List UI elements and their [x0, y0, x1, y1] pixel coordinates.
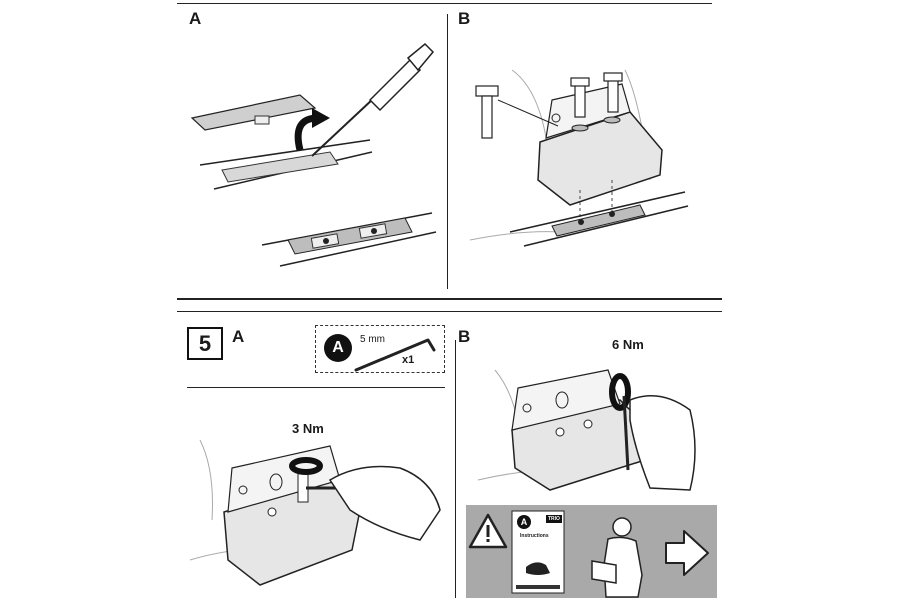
tool-size-label: 5 mm — [360, 334, 385, 345]
person-reading-icon — [591, 517, 643, 598]
top-divider-vertical — [447, 14, 448, 289]
instructions-reference-panel: A TRIO Instructions — [466, 505, 717, 598]
step5-a-divider — [187, 387, 445, 388]
step5-divider-vertical — [455, 340, 456, 598]
torque-label-a: 3 Nm — [292, 421, 324, 436]
tool-requirement-box: A 5 mm x1 — [315, 325, 445, 373]
top-panel-b-label: B — [458, 9, 471, 28]
manual-badge: A — [517, 515, 531, 529]
step5-panel-a-label: A — [232, 327, 245, 346]
step5-panel-b-label: B — [458, 327, 471, 346]
manual-title: Instructions — [520, 533, 549, 539]
top-panel-a-label: A — [189, 9, 202, 28]
section-divider-upper — [177, 298, 722, 300]
torque-label-b: 6 Nm — [612, 337, 644, 352]
section-divider-lower — [177, 311, 722, 312]
manual-tag: TRIO — [546, 515, 562, 523]
info-panel-graphics — [468, 510, 709, 598]
step-number-badge: 5 — [187, 327, 223, 360]
warning-icon — [468, 513, 508, 549]
tool-badge: A — [324, 334, 352, 362]
top-rule — [177, 3, 712, 4]
tool-quantity-label: x1 — [402, 354, 415, 366]
allen-key-icon — [354, 338, 436, 372]
next-arrow-icon — [665, 530, 709, 576]
